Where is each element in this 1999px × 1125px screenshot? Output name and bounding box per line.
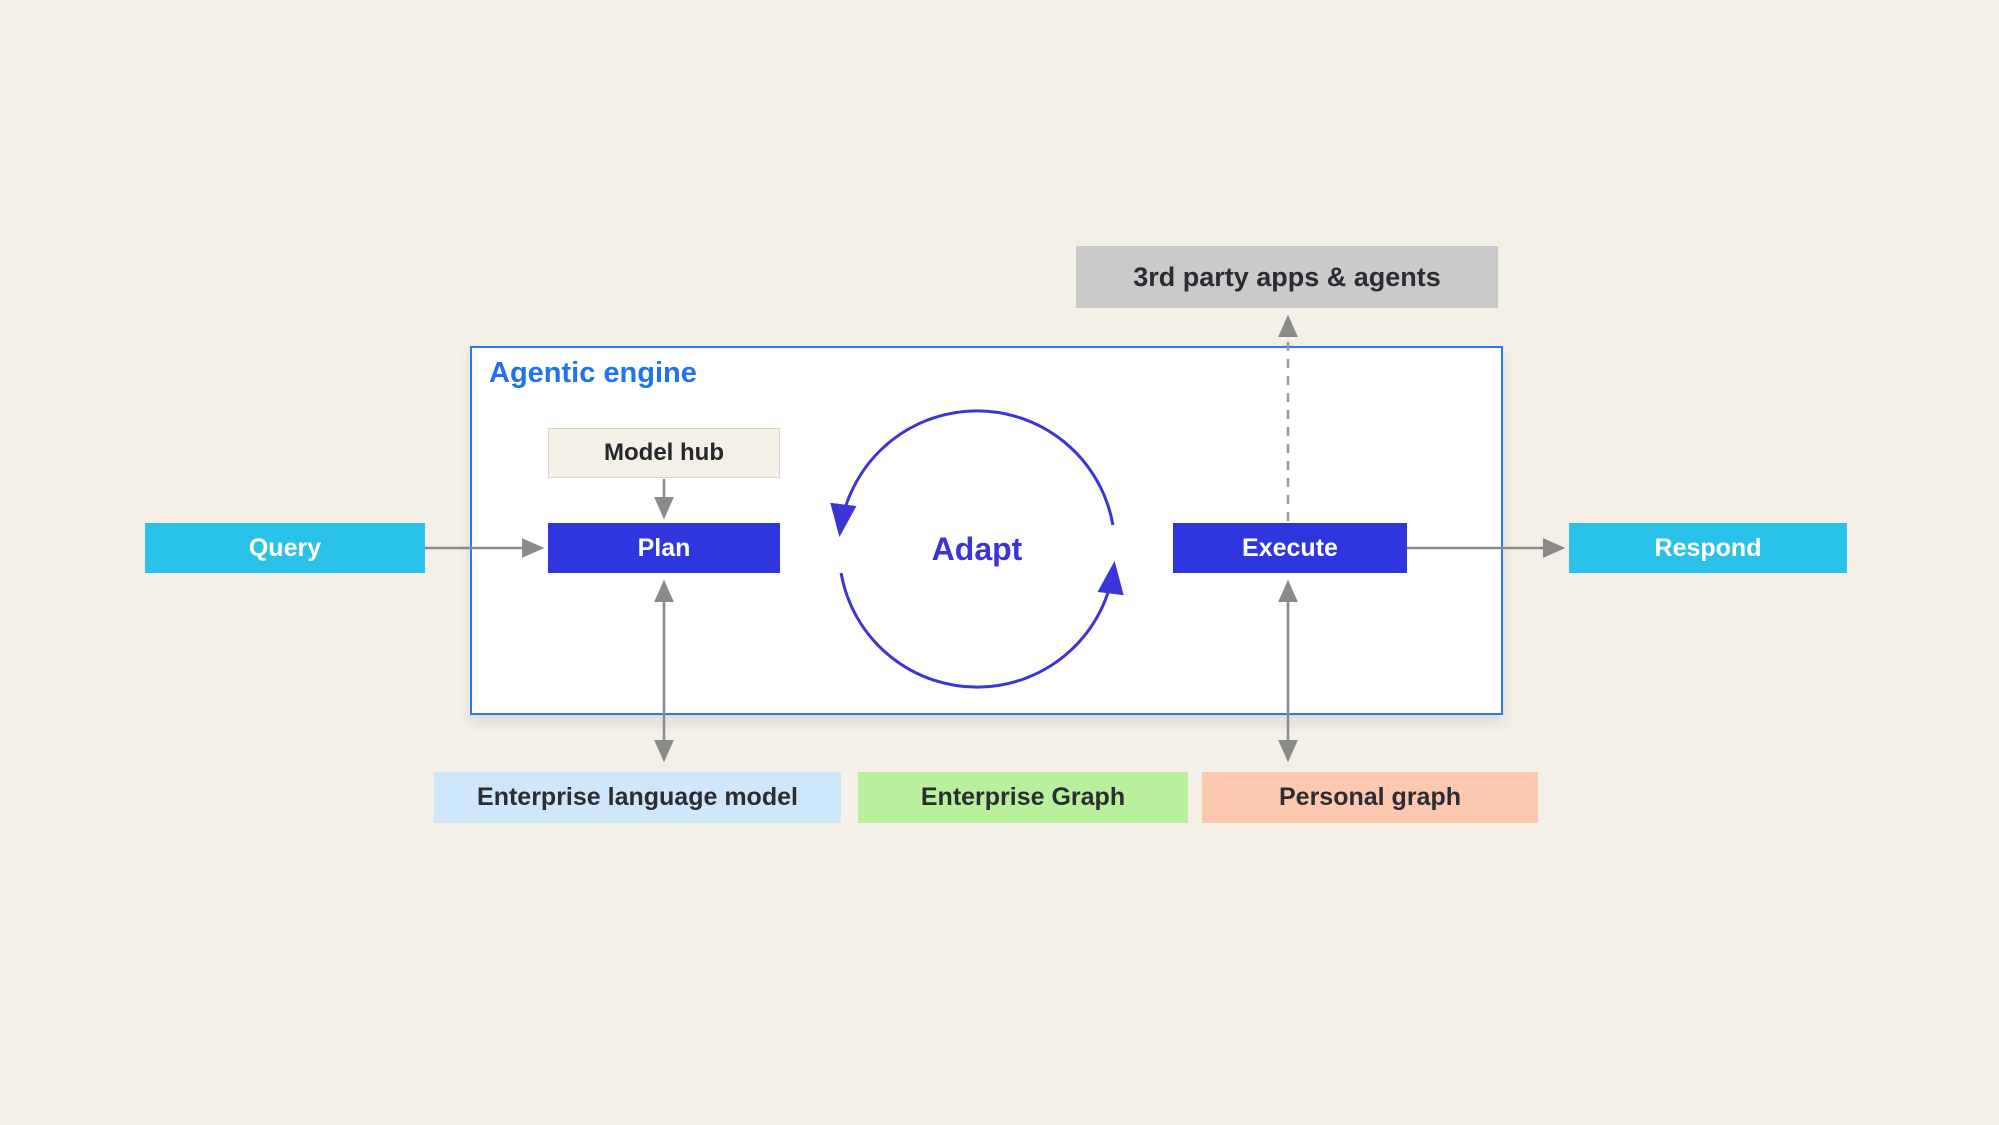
node-plan: Plan: [548, 523, 780, 573]
node-enterprise-language-model: Enterprise language model: [434, 772, 841, 823]
adapt-cycle-label: Adapt: [931, 530, 1023, 567]
node-enterprise-graph: Enterprise Graph: [858, 772, 1188, 823]
node-query: Query: [145, 523, 425, 573]
agentic-engine-title: Agentic engine: [489, 357, 697, 389]
node-personal-graph: Personal graph: [1202, 772, 1538, 823]
node-third-party-apps: 3rd party apps & agents: [1076, 246, 1498, 308]
node-respond: Respond: [1569, 523, 1847, 573]
node-model-hub: Model hub: [548, 428, 780, 478]
node-execute: Execute: [1173, 523, 1407, 573]
